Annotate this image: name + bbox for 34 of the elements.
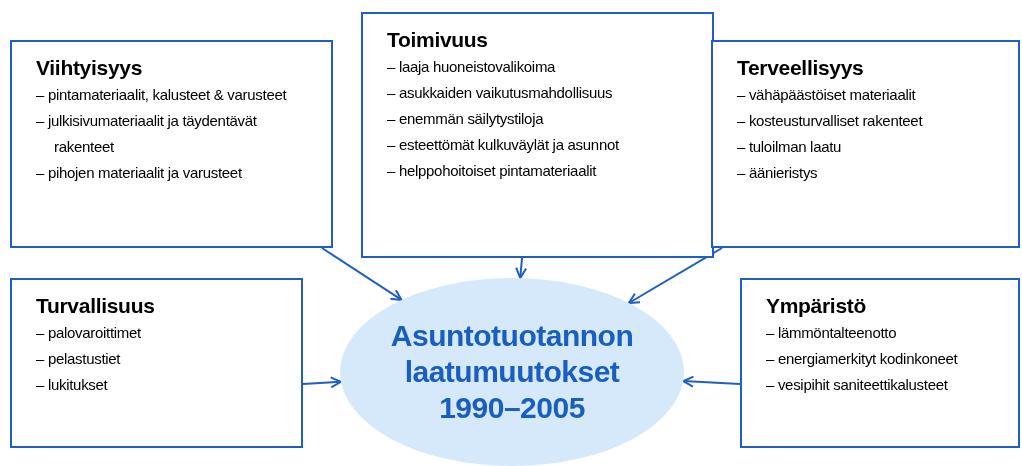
arrow bbox=[515, 257, 528, 280]
category-heading: Turvallisuus bbox=[36, 293, 156, 319]
category-box bbox=[361, 12, 714, 258]
list-item: – laaja huoneistovalikoima bbox=[387, 57, 557, 77]
list-item: – asukkaiden vaikutusmahdollisuus bbox=[387, 83, 614, 103]
category-box bbox=[10, 278, 303, 448]
arrow bbox=[627, 247, 723, 304]
arrow bbox=[682, 375, 741, 388]
list-item: – tuloilman laatu bbox=[737, 137, 843, 157]
list-item: – helppohoitoiset pintamateriaalit bbox=[387, 161, 598, 181]
arrow bbox=[302, 376, 342, 389]
list-item: – esteettömät kulkuväylät ja asunnot bbox=[387, 135, 620, 155]
category-box bbox=[10, 40, 333, 248]
central-title: Asuntotuotannon laatumuutokset 1990–2005 bbox=[389, 318, 635, 426]
category-heading: Toimivuus bbox=[387, 27, 489, 53]
list-item: – energiamerkityt kodinkoneet bbox=[766, 349, 959, 369]
list-item: – pihojen materiaalit ja varusteet bbox=[36, 163, 243, 183]
list-item: – lukitukset bbox=[36, 375, 109, 395]
list-item: – pelastustiet bbox=[36, 349, 122, 369]
list-item: – palovaroittimet bbox=[36, 323, 142, 343]
list-item: – pintamateriaalit, kalusteet & varusteet bbox=[36, 85, 288, 105]
category-box bbox=[740, 278, 1020, 448]
category-heading: Ympäristö bbox=[766, 293, 867, 319]
list-item: – lämmöntalteenotto bbox=[766, 323, 898, 343]
list-item: – kosteusturvalliset rakenteet bbox=[737, 111, 924, 131]
list-item: – vesipihit saniteettikalusteet bbox=[766, 375, 949, 395]
arrow bbox=[321, 247, 403, 301]
list-item: – äänieristys bbox=[737, 163, 819, 183]
list-item: – vähäpäästöiset materiaalit bbox=[737, 85, 917, 105]
list-item: – enemmän säilytystiloja bbox=[387, 109, 545, 129]
category-box bbox=[711, 40, 1020, 248]
category-heading: Viihtyisyys bbox=[36, 55, 144, 81]
list-item: – julkisivumateriaalit ja täydentävät rakenteet bbox=[36, 111, 258, 157]
category-heading: Terveellisyys bbox=[737, 55, 865, 81]
